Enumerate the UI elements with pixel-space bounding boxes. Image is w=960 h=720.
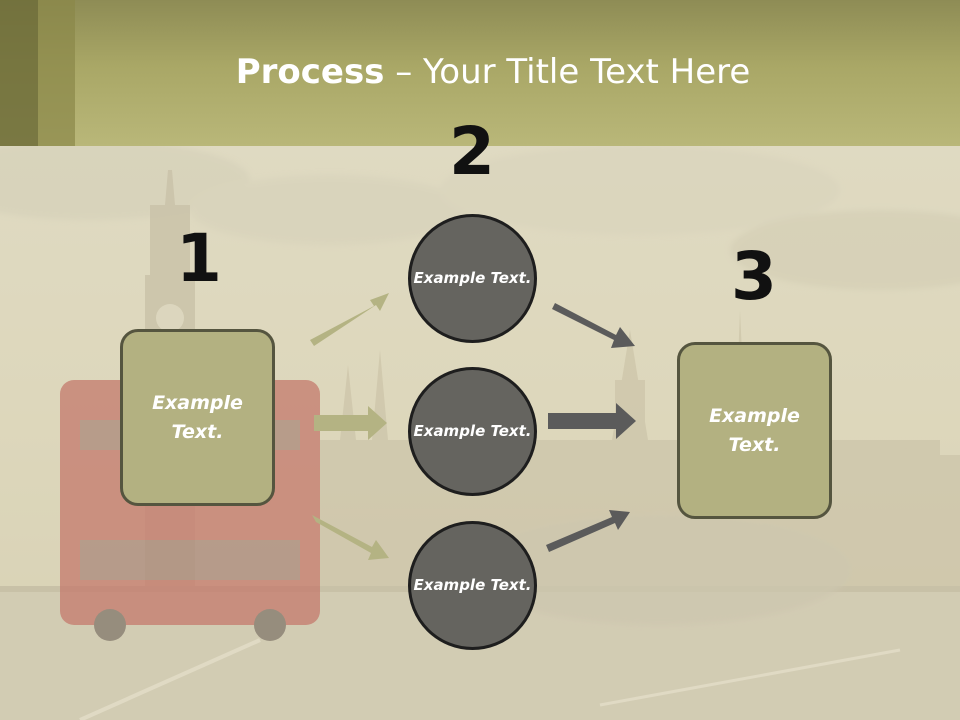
step-box-3-text: Example Text. [709, 405, 800, 456]
header-band [0, 0, 960, 146]
step-box-1-text: Example Text. [152, 392, 243, 443]
arrow-down-right-dark [552, 303, 635, 348]
title-rest: – Your Title Text Here [384, 52, 751, 92]
step-number-3: 3 [731, 238, 777, 315]
arrow-up-right-dark [546, 510, 630, 552]
title-bold: Process [235, 52, 385, 92]
process-circle-middle-text: Example Text. [413, 422, 532, 441]
process-circle-bottom: Example Text. [408, 521, 537, 650]
header-accent-mid [38, 0, 75, 146]
page-title: Process – Your Title Text Here [0, 52, 960, 92]
process-circle-bottom-text: Example Text. [413, 576, 532, 595]
step-box-1: Example Text. [120, 329, 275, 506]
step-number-1: 1 [176, 220, 222, 297]
process-circle-middle: Example Text. [408, 367, 537, 496]
step-box-3: Example Text. [677, 342, 832, 519]
arrow-down-right [312, 515, 389, 560]
process-circle-top-text: Example Text. [413, 269, 532, 288]
arrow-right-dark [548, 403, 636, 439]
header-accent-dark [0, 0, 38, 146]
process-circle-top: Example Text. [408, 214, 537, 343]
step-number-2: 2 [449, 113, 495, 190]
arrow-up-right [310, 293, 389, 346]
arrow-right [314, 406, 387, 440]
